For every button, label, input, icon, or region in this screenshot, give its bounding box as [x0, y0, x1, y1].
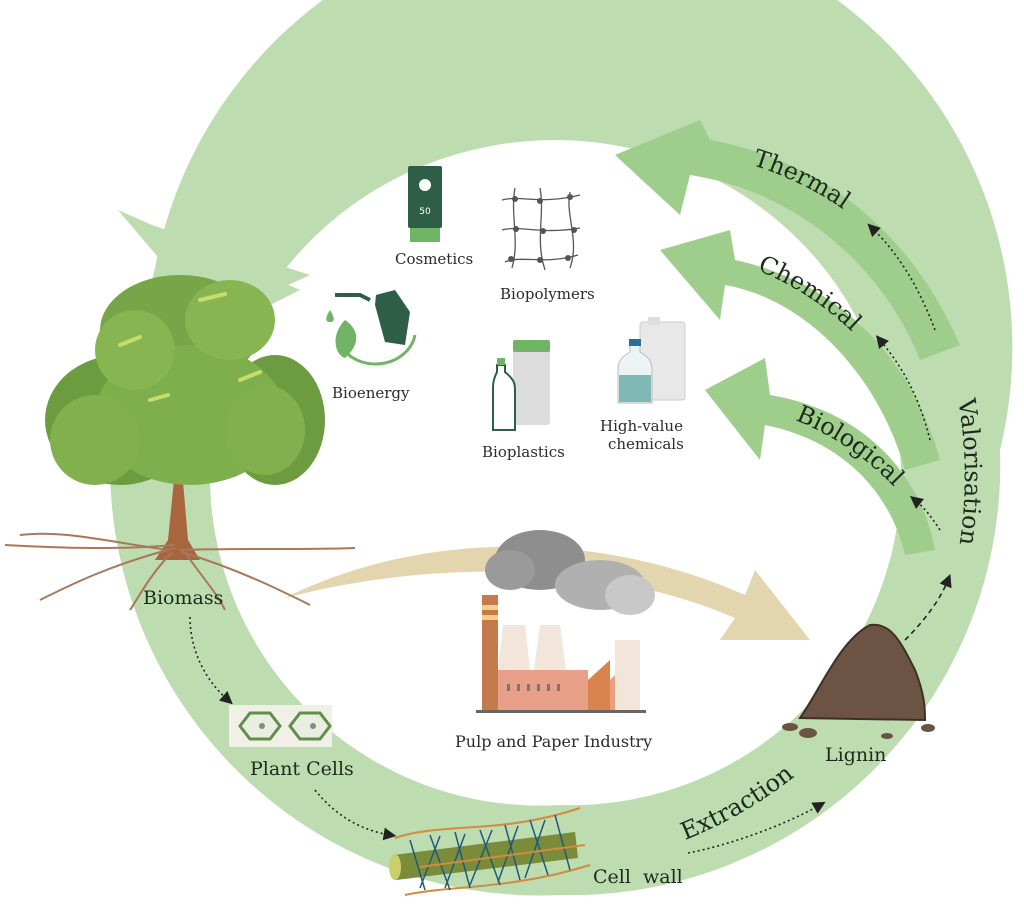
- biological-arrow: [705, 358, 935, 555]
- plant-cells-label: Plant Cells: [250, 758, 354, 780]
- biomass-label: Biomass: [143, 587, 223, 609]
- valorisation-dashed-arrow: [904, 574, 952, 641]
- svg-text:50: 50: [419, 207, 431, 217]
- cosmetics-label: Cosmetics: [395, 250, 473, 268]
- bioplastics-icon: [492, 340, 550, 431]
- pulp-industry-arrow: [285, 546, 810, 640]
- plant-cells-icon: [229, 705, 332, 747]
- high-value-label-line2: chemicals: [608, 435, 684, 453]
- chemicals-container-icon: [617, 317, 686, 404]
- cosmetics-tube-icon: 50: [408, 166, 442, 242]
- cell-wall-label: Cell wall: [593, 866, 683, 888]
- chemical-dotted-arrow: [875, 335, 931, 441]
- extraction-dotted-arrow: [687, 801, 826, 854]
- biological-dotted-arrow: [910, 496, 941, 531]
- bioenergy-label: Bioenergy: [332, 384, 410, 402]
- lignin-label: Lignin: [825, 744, 886, 766]
- chemical-arrow: [660, 230, 940, 470]
- cell-wall-icon: [389, 807, 591, 896]
- bioenergy-icon: [326, 290, 417, 366]
- cells-to-cellwall-arrow: [314, 789, 397, 841]
- lignin-pile-icon: [782, 623, 935, 739]
- biopolymers-label: Biopolymers: [500, 285, 595, 303]
- tree-illustration: [4, 275, 356, 611]
- high-value-label-line1: High-value: [600, 417, 683, 435]
- pulp-industry-label: Pulp and Paper Industry: [455, 732, 652, 751]
- factory-icon: [476, 530, 655, 713]
- bioplastics-label: Bioplastics: [482, 443, 565, 461]
- thermal-dotted-arrow: [867, 223, 936, 331]
- thermal-arrow: [615, 120, 960, 360]
- biopolymers-network-icon: [501, 187, 581, 271]
